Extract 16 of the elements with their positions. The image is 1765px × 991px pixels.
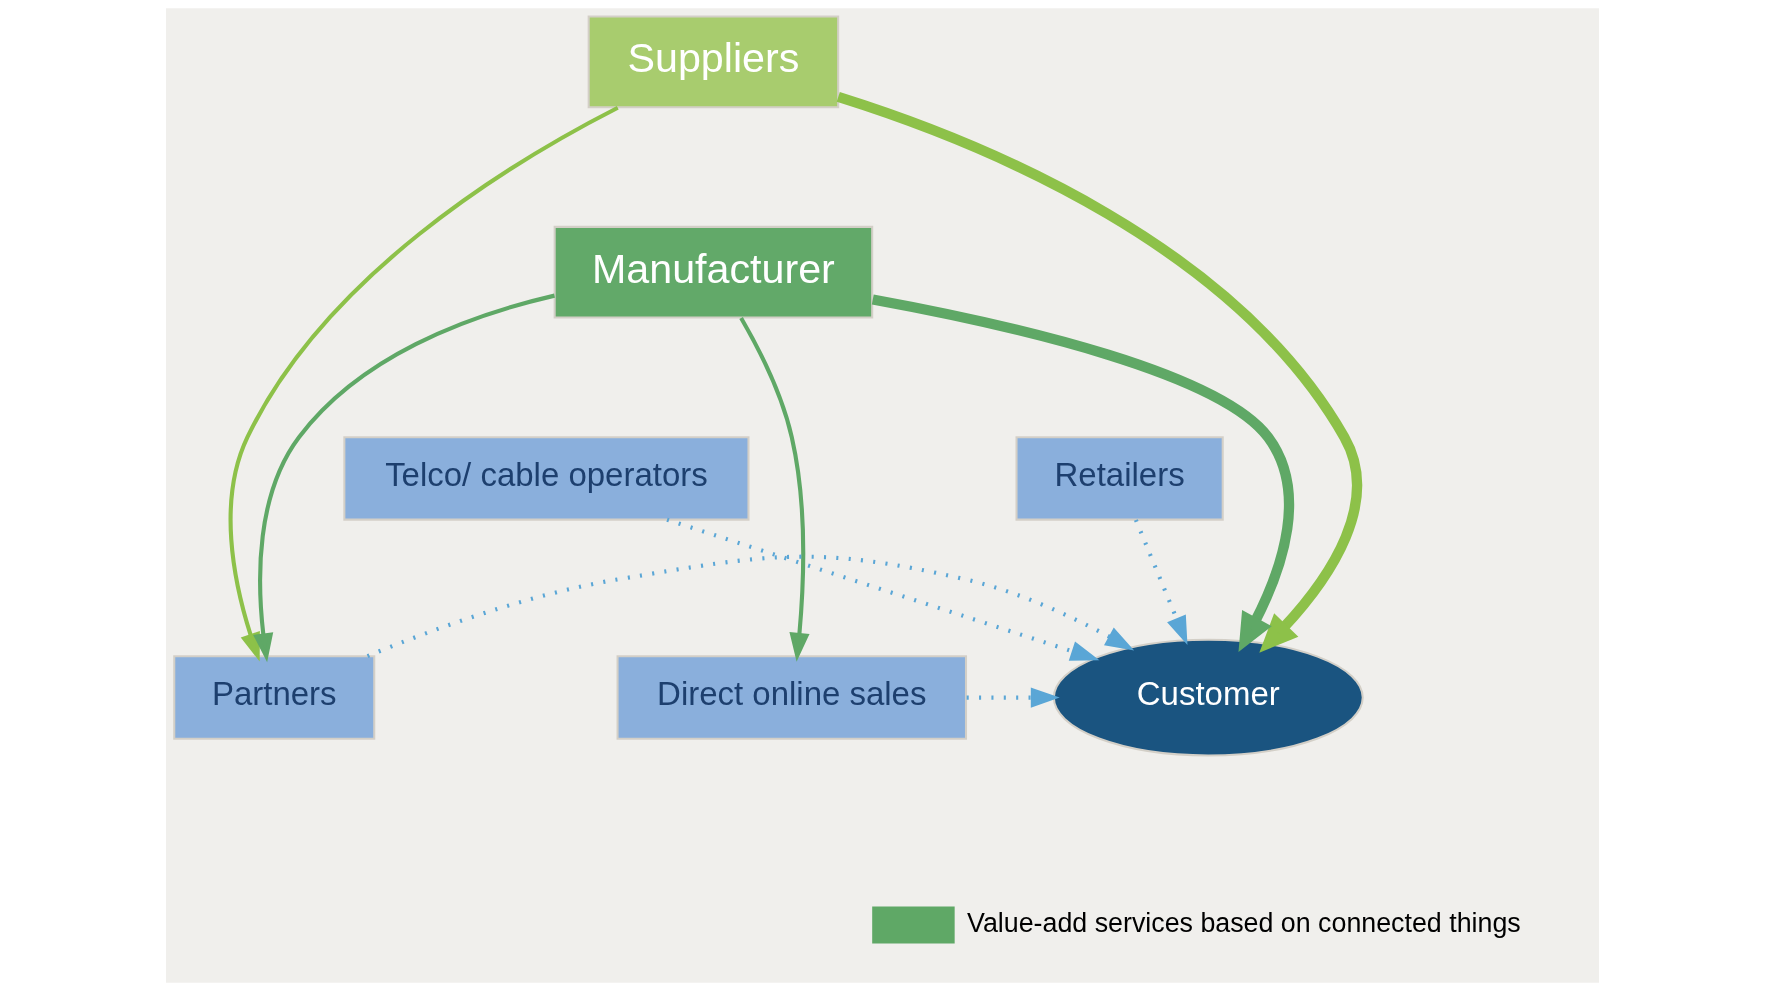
node-box: Manufacturer: [553, 225, 874, 319]
arrow: [228, 105, 619, 662]
node-box: Retailers: [1015, 436, 1224, 521]
arrow: [836, 92, 1362, 653]
node-box: Telco/ cable operators: [343, 436, 750, 521]
node-box: Suppliers: [587, 15, 840, 109]
arrow: [666, 517, 1100, 661]
arrow: [253, 293, 555, 663]
arrow: [1133, 519, 1188, 646]
arrow: [871, 294, 1294, 653]
arrow: [739, 316, 810, 662]
node-box: Partners: [173, 655, 376, 740]
legend-label: Value-add services based on connected things: [967, 907, 1521, 938]
arrow: [966, 687, 1060, 708]
node-box: Direct online sales: [616, 655, 968, 740]
arrow: [366, 554, 1135, 658]
